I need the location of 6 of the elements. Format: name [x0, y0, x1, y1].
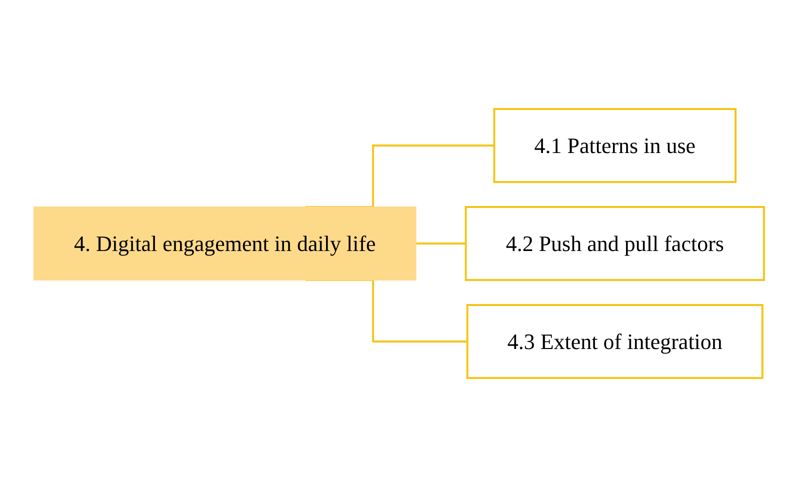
node-box: 4. Digital engagement in daily life: [34, 206, 416, 280]
connector: [305, 144, 494, 208]
node-box: 4.2 Push and pull factors: [464, 206, 765, 281]
node-box: 4.1 Patterns in use: [493, 108, 737, 183]
connector: [416, 242, 466, 244]
node-box: 4.3 Extent of integration: [466, 304, 764, 379]
